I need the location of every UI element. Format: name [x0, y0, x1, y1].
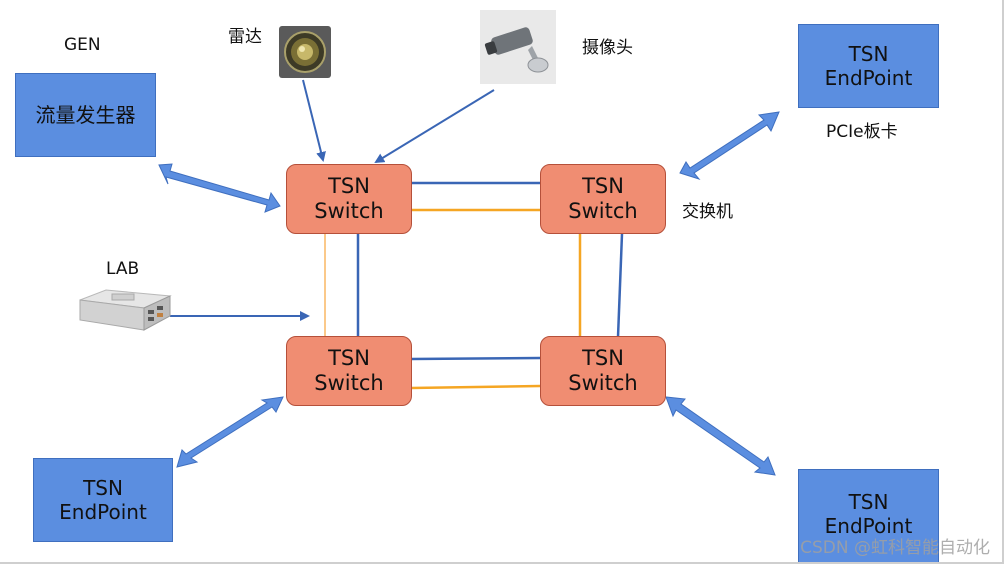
switch-top-right: TSN Switch	[540, 164, 666, 234]
endpoint-bottom-right: TSN EndPoint	[798, 469, 939, 564]
endpoint-line2: EndPoint	[59, 500, 147, 524]
link-bottom-blue	[410, 356, 541, 361]
traffic-generator-box: 流量发生器	[15, 73, 156, 157]
switch-top-left: TSN Switch	[286, 164, 412, 234]
endpoint-line2: EndPoint	[824, 66, 913, 90]
endpoint-left-double-arrow	[176, 396, 284, 468]
endpoint-line1: TSN	[83, 476, 123, 500]
switch-line2: Switch	[314, 371, 384, 395]
switch-line1: TSN	[328, 346, 370, 370]
endpoint-line2: EndPoint	[824, 514, 913, 538]
switch-line1: TSN	[328, 174, 370, 198]
generator-double-arrow	[158, 163, 281, 213]
switch-bottom-right: TSN Switch	[540, 336, 666, 406]
lab-label: LAB	[106, 259, 140, 279]
switch-bottom-left: TSN Switch	[286, 336, 412, 406]
endpoint-top-right: TSN EndPoint	[798, 24, 939, 108]
radar-label: 雷达	[228, 27, 262, 47]
camera-arrow	[374, 89, 495, 164]
link-bottom-yellow	[410, 384, 541, 390]
endpoint-line1: TSN	[848, 42, 889, 66]
link-right-blue	[616, 233, 624, 338]
switch-line2: Switch	[568, 371, 638, 395]
endpoint-line1: TSN	[848, 490, 889, 514]
endpoint-bottom-left: TSN EndPoint	[33, 458, 173, 542]
lab-device-icon	[79, 289, 172, 331]
gen-label: GEN	[64, 35, 101, 55]
radar-arrow	[302, 79, 326, 162]
switch-line1: TSN	[582, 174, 624, 198]
pcie-double-arrow	[679, 111, 780, 180]
camera-label: 摄像头	[582, 38, 633, 58]
switch-line2: Switch	[568, 199, 638, 223]
camera-icon	[480, 10, 556, 84]
endpoint-right-double-arrow	[665, 396, 776, 476]
radar-icon	[279, 26, 331, 78]
watermark: CSDN @虹科智能自动化	[800, 538, 990, 558]
switch-line1: TSN	[582, 346, 624, 370]
switch-caption: 交换机	[682, 202, 733, 222]
traffic-generator-label: 流量发生器	[35, 103, 136, 127]
pcie-label: PCIe板卡	[826, 122, 898, 142]
switch-line2: Switch	[314, 199, 384, 223]
